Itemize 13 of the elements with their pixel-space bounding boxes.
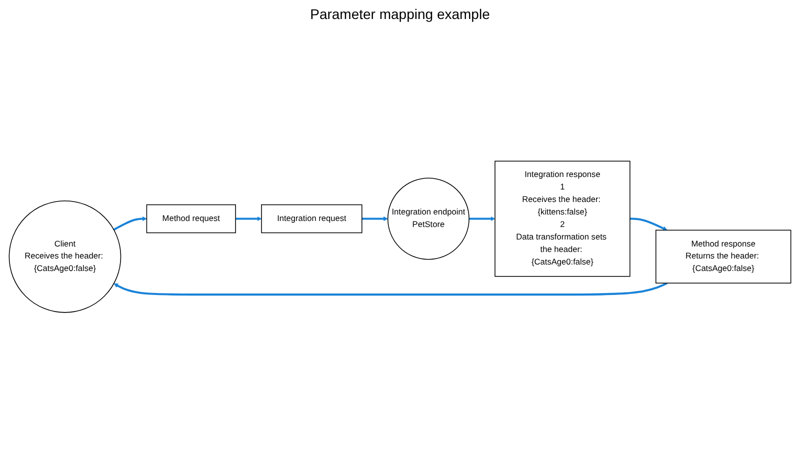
node-circle: Client Receives the header: {CatsAge0:false}: [8, 200, 122, 314]
arrow: [362, 216, 388, 222]
node-box: Method response Returns the header: {CatsAge0:false}: [656, 230, 792, 284]
diagram-title: Parameter mapping example: [310, 6, 490, 22]
node-box: Integration response 1 Receives the header: {kittens:false} 2 Data transformation sets the header: {CatsAge0:false}: [494, 160, 630, 277]
arrow: [114, 282, 668, 296]
arrow: [469, 216, 496, 222]
node-box: Method request: [146, 204, 236, 234]
arrow: [630, 218, 668, 231]
arrow: [113, 216, 147, 231]
node-box: Integration request: [261, 204, 362, 234]
arrow: [236, 216, 262, 222]
node-circle: Integration endpoint PetStore: [387, 178, 470, 260]
